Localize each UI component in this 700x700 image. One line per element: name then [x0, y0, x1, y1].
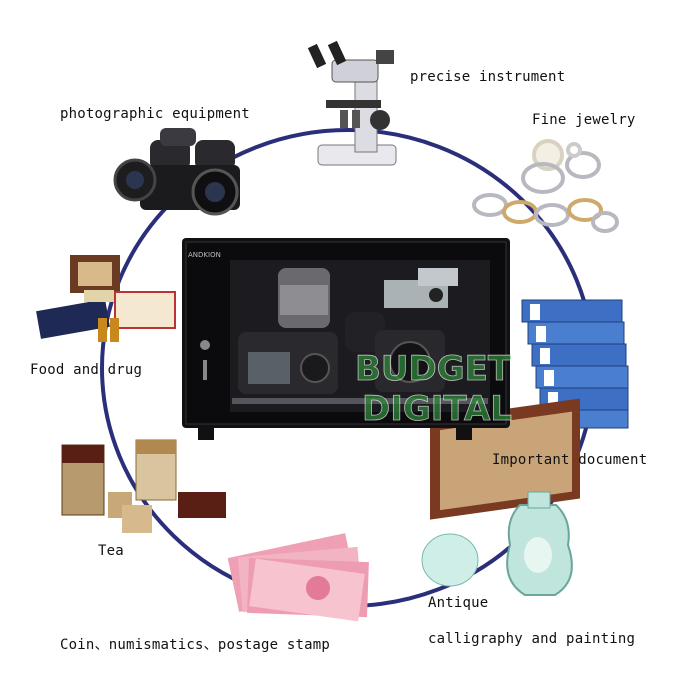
label-tea: Tea: [98, 543, 124, 559]
svg-text:DIGITAL: DIGITAL: [362, 389, 512, 429]
label-antique: Antique: [428, 595, 489, 611]
label-coin-numismatics-postage-stamp: Coin、numismatics、postage stamp: [60, 637, 331, 653]
watermark: BUDGET DIGITAL: [355, 349, 513, 430]
camera-icon: [113, 128, 240, 216]
label-food-and-drug: Food and drug: [30, 362, 143, 378]
label-important-document: Important document: [492, 452, 648, 468]
food-drug-icon: [36, 255, 176, 342]
banknote-icon: [227, 533, 369, 622]
cabinet-brand: ANDKION: [188, 251, 221, 259]
label-calligraphy-and-painting: calligraphy and painting: [428, 631, 636, 647]
label-precise-instrument: precise instrument: [410, 69, 566, 85]
label-fine-jewelry: Fine jewelry: [532, 112, 636, 128]
jewelry-icon: [472, 139, 619, 233]
tea-icon: [61, 439, 226, 533]
microscope-icon: [307, 40, 397, 166]
dry-cabinet-icon: [182, 238, 510, 440]
svg-text:BUDGET: BUDGET: [355, 349, 512, 389]
label-photographic-equipment: photographic equipment: [60, 106, 250, 122]
